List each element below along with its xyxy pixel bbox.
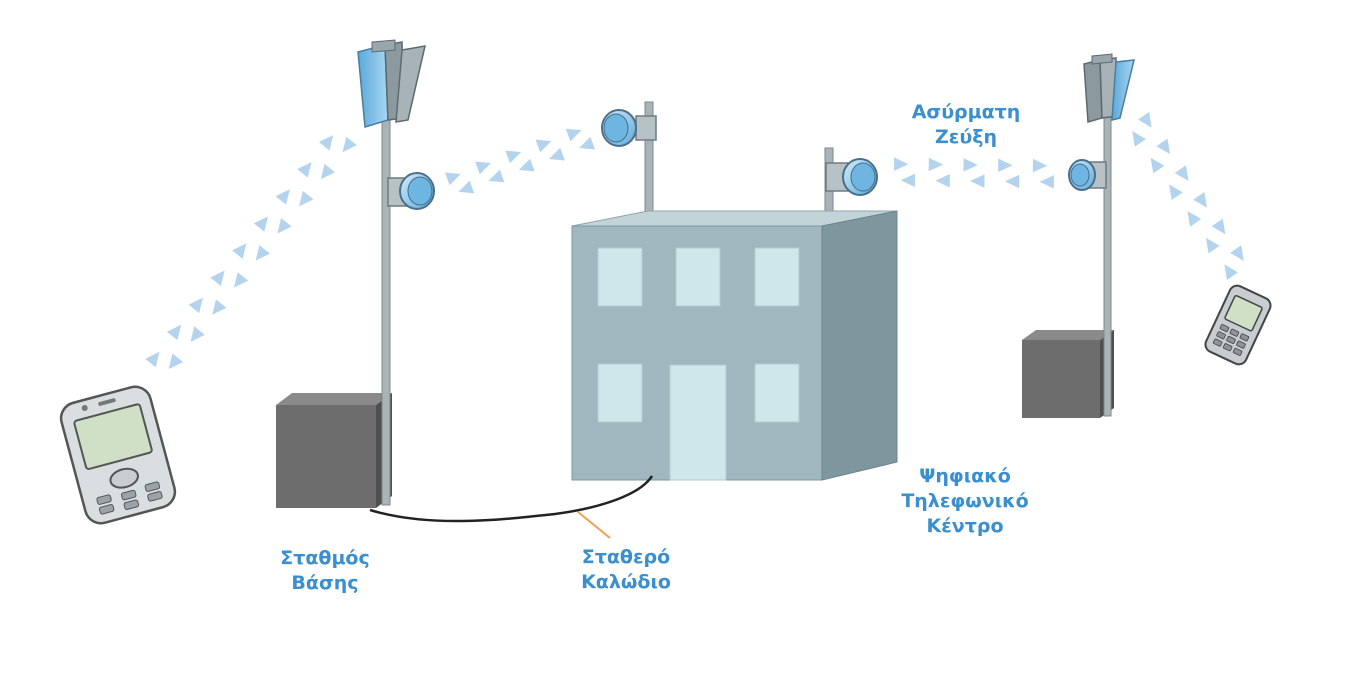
radio-signal-beams bbox=[145, 111, 1244, 369]
building-icon bbox=[571, 101, 898, 481]
signal-chevron-1-0-3 bbox=[535, 139, 552, 153]
cable-label-pointer bbox=[577, 511, 611, 539]
signal-chevron-3-1-0 bbox=[1132, 131, 1146, 147]
signal-chevron-0-0-2 bbox=[188, 297, 203, 314]
signal-chevron-1-0-2 bbox=[505, 150, 522, 164]
microwave-dish-icon bbox=[1068, 159, 1107, 191]
signal-chevron-1-0-4 bbox=[565, 128, 582, 142]
signal-chevron-1-1-4 bbox=[579, 136, 596, 150]
signal-chevron-3-0-4 bbox=[1211, 218, 1226, 235]
signal-chevron-3-1-5 bbox=[1224, 264, 1239, 281]
signal-chevron-1-1-3 bbox=[548, 147, 565, 161]
wireless-link-label: Ασύρματη Ζεύξη bbox=[912, 100, 1021, 150]
signal-chevron-0-0-5 bbox=[253, 216, 269, 232]
mobile-phone-icon bbox=[1204, 284, 1272, 366]
signal-chevron-0-1-0 bbox=[168, 353, 184, 369]
signal-chevron-2-0-0 bbox=[893, 157, 909, 171]
signal-chevron-0-0-8 bbox=[318, 135, 334, 151]
base-station-label: Σταθμός Βάσης bbox=[280, 546, 370, 596]
signal-chevron-3-1-4 bbox=[1205, 237, 1220, 254]
signal-chevron-1-1-2 bbox=[518, 158, 535, 172]
signal-chevron-2-1-1 bbox=[935, 173, 950, 188]
signal-chevron-1-0-0 bbox=[444, 172, 461, 186]
signal-chevron-2-0-3 bbox=[998, 158, 1013, 173]
microwave-dish-icon bbox=[387, 172, 435, 210]
fixed-cable-label-line-2: Καλώδιο bbox=[581, 571, 671, 593]
signal-chevron-0-0-4 bbox=[232, 243, 247, 259]
signal-chevron-0-1-5 bbox=[277, 218, 292, 234]
left-base-station bbox=[276, 39, 435, 508]
signal-chevron-2-0-2 bbox=[963, 158, 978, 172]
base-station-antenna-icon bbox=[357, 39, 426, 128]
right-base-station bbox=[1022, 53, 1135, 418]
base-station-label-line-2: Βάσης bbox=[291, 572, 359, 594]
digital-exchange-label-line-1: Ψηφιακό bbox=[919, 465, 1011, 487]
fixed-cable-label: Σταθερό Καλώδιο bbox=[581, 545, 671, 595]
signal-chevron-0-1-3 bbox=[233, 272, 249, 288]
signal-chevron-1-1-0 bbox=[458, 180, 475, 194]
signal-chevron-0-0-3 bbox=[210, 270, 225, 286]
digital-exchange-label-line-3: Κέντρο bbox=[926, 515, 1004, 537]
signal-chevron-3-0-0 bbox=[1137, 111, 1152, 128]
mobile-phone-icon bbox=[59, 385, 177, 525]
signal-chevron-1-0-1 bbox=[475, 161, 492, 175]
signal-chevron-2-1-3 bbox=[1004, 174, 1020, 189]
signal-chevron-3-1-2 bbox=[1169, 184, 1183, 201]
signal-chevron-2-1-0 bbox=[900, 173, 916, 188]
signal-chevron-2-1-2 bbox=[970, 174, 985, 188]
signal-chevron-0-1-4 bbox=[255, 245, 270, 261]
signal-chevron-0-0-1 bbox=[166, 324, 182, 341]
fixed-cable-line bbox=[369, 475, 654, 523]
equipment-cabinet-icon bbox=[276, 393, 392, 508]
microwave-dish-icon bbox=[825, 158, 878, 196]
signal-chevron-0-0-7 bbox=[297, 162, 312, 178]
signal-chevron-3-0-1 bbox=[1156, 138, 1171, 155]
wireless-link-label-line-1: Ασύρματη bbox=[911, 101, 1021, 123]
signal-chevron-0-1-7 bbox=[320, 163, 336, 180]
signal-chevron-0-1-8 bbox=[342, 136, 357, 153]
digital-exchange-label-line-2: Τηλεφωνικό bbox=[901, 490, 1029, 512]
signal-chevron-0-1-1 bbox=[190, 326, 205, 342]
fixed-cable-label-line-1: Σταθερό bbox=[581, 546, 671, 568]
antenna-pole bbox=[381, 79, 391, 506]
signal-chevron-3-1-3 bbox=[1187, 211, 1202, 227]
antenna-pole bbox=[1103, 87, 1112, 417]
base-station-antenna-icon bbox=[1083, 53, 1135, 123]
signal-chevron-2-0-4 bbox=[1032, 158, 1048, 173]
base-station-label-line-1: Σταθμός bbox=[280, 547, 370, 569]
signal-chevron-0-0-0 bbox=[145, 351, 160, 368]
signal-chevron-2-0-1 bbox=[928, 157, 944, 172]
microwave-dish-icon bbox=[601, 109, 657, 147]
signal-chevron-1-1-1 bbox=[488, 169, 505, 183]
equipment-cabinet-icon bbox=[1022, 330, 1114, 418]
signal-chevron-0-0-6 bbox=[275, 189, 290, 205]
signal-chevron-0-1-2 bbox=[212, 299, 227, 315]
signal-chevron-2-1-4 bbox=[1039, 175, 1055, 189]
building-door bbox=[669, 364, 727, 481]
signal-chevron-3-0-5 bbox=[1230, 245, 1244, 261]
wireless-link-label-line-2: Ζεύξη bbox=[935, 126, 997, 148]
signal-chevron-3-1-1 bbox=[1150, 157, 1165, 174]
signal-chevron-0-1-6 bbox=[299, 190, 314, 207]
digital-exchange-label: Ψηφιακό Τηλεφωνικό Κέντρο bbox=[901, 464, 1028, 539]
signal-chevron-3-0-2 bbox=[1174, 165, 1189, 181]
signal-chevron-3-0-3 bbox=[1193, 191, 1207, 208]
